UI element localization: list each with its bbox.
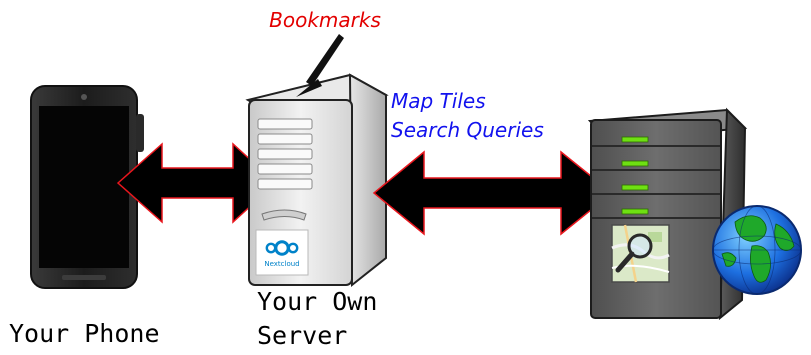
search-queries-label: Search Queries [391,118,544,142]
bookmarks-pointer [296,34,344,97]
server-label-line1: Your Own [257,287,377,316]
nextcloud-logo: Nextcloud [255,229,309,276]
tower-server-icon: Nextcloud [245,73,389,288]
rack-server-icon [587,107,748,321]
bookmarks-label: Bookmarks [269,8,381,32]
globe-icon [712,205,802,295]
smartphone-icon [30,85,144,289]
server-internet-arrow [372,150,614,236]
phone-label: Your Phone [9,319,160,348]
map-tiles-label: Map Tiles [391,89,486,113]
server-label-line2: Server [257,321,347,350]
nextcloud-wordmark: Nextcloud [264,260,299,268]
map-search-icon [611,224,670,283]
